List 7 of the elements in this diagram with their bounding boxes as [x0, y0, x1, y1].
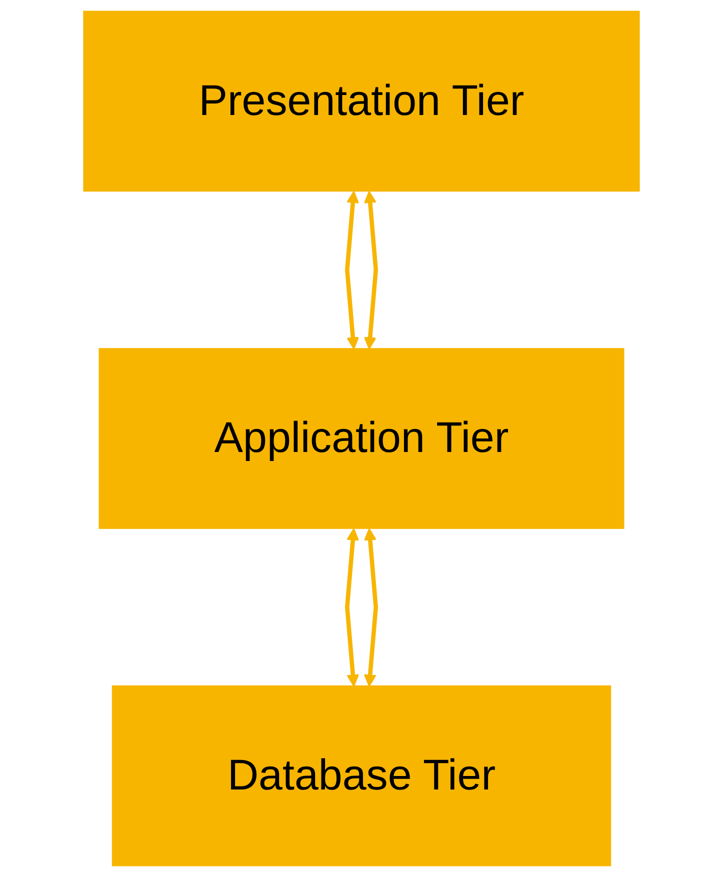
- node-box: Application Tier: [98, 348, 624, 529]
- arrow: [364, 190, 378, 350]
- arrow: [344, 528, 360, 687]
- node-box: Database Tier: [112, 685, 612, 866]
- arrow: [364, 528, 378, 687]
- arrow: [344, 190, 360, 350]
- node-box: Presentation Tier: [83, 10, 640, 192]
